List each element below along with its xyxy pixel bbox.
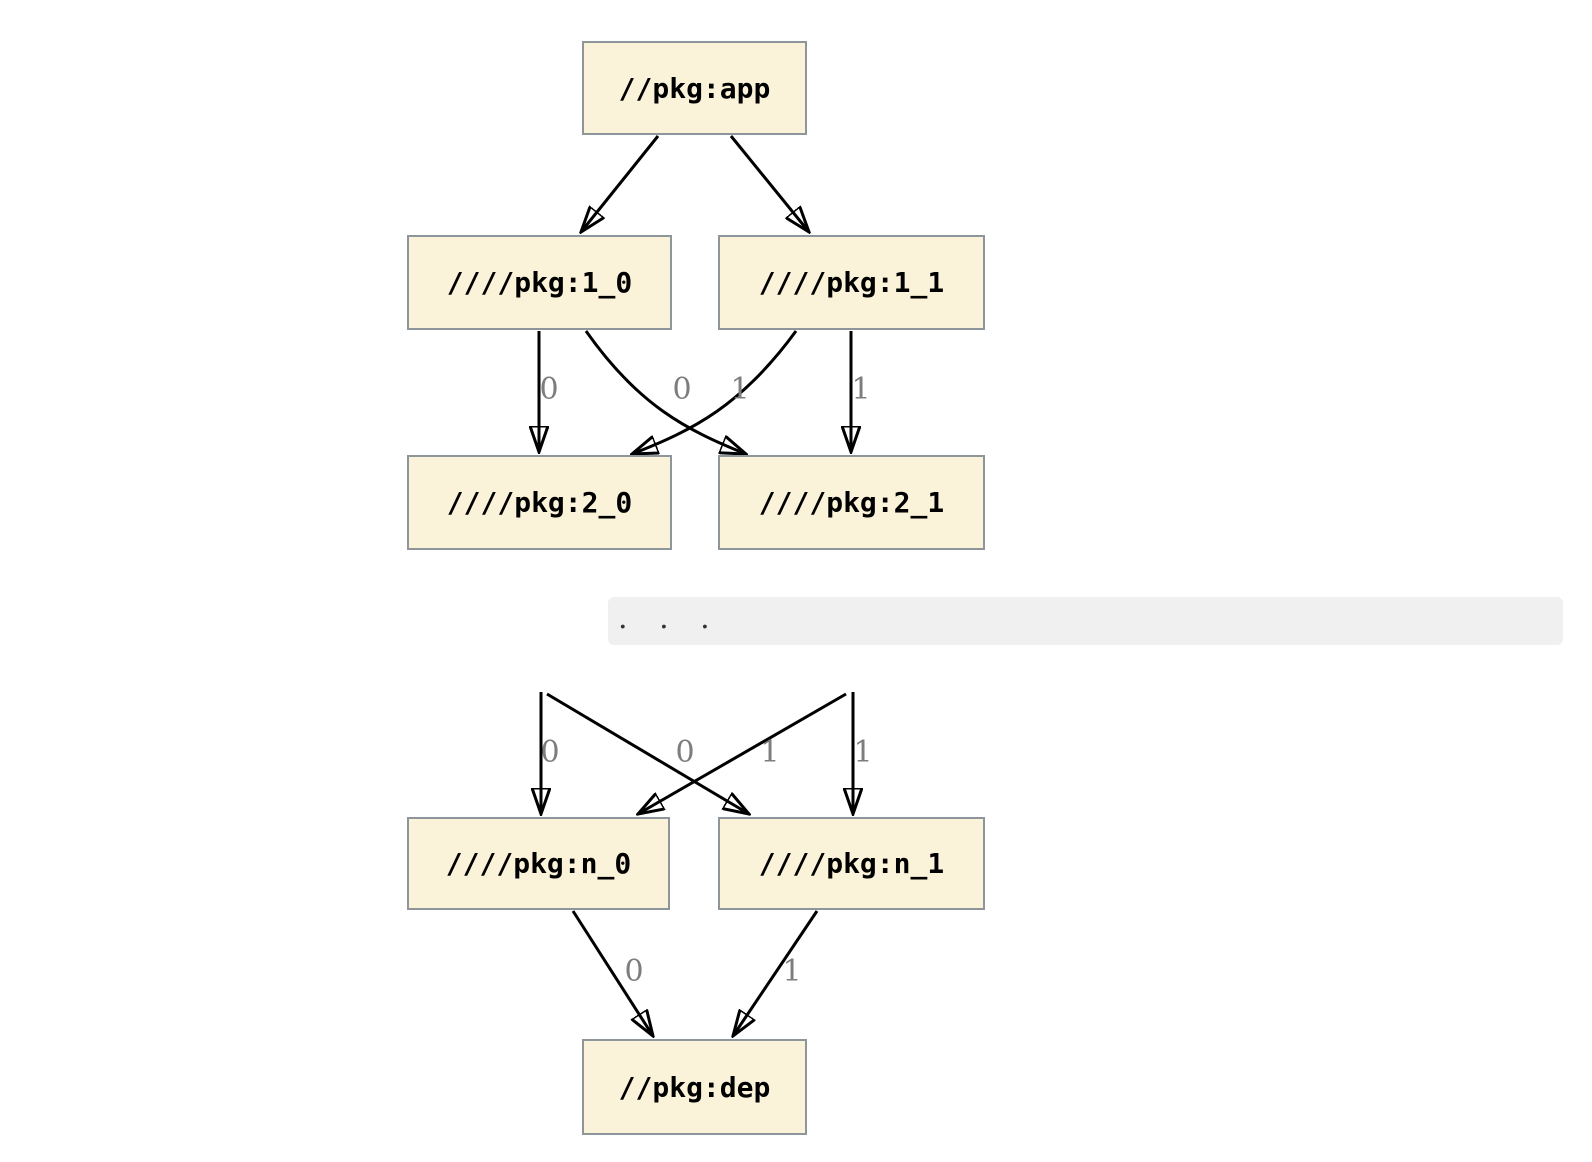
- node-pkg-1_0-label: ////pkg:1_0: [446, 266, 633, 299]
- edge-label-dots-to-n_1-straight: 1: [853, 735, 873, 770]
- node-pkg-n_1-label: ////pkg:n_1: [758, 847, 945, 880]
- node-pkg-dep-label: //pkg:dep: [618, 1070, 771, 1104]
- edge-label-dots-to-n_0-straight: 0: [540, 735, 560, 770]
- edge-app-to-1_1: [729, 135, 809, 232]
- node-pkg-1_1: ////pkg:1_1: [718, 235, 985, 330]
- node-pkg-n_0: ////pkg:n_0: [407, 817, 670, 910]
- edge-label-n_0-to-dep: 0: [624, 954, 644, 989]
- edge-dots-to-n_0-cross: [638, 692, 847, 814]
- edge-label-dots-to-n_0-cross: 0: [675, 735, 695, 770]
- node-pkg-2_1-label: ////pkg:2_1: [758, 486, 945, 519]
- node-pkg-n_0-label: ////pkg:n_0: [445, 847, 632, 880]
- edge-1_0-to-2_1: [584, 330, 746, 454]
- node-pkg-2_1: ////pkg:2_1: [718, 455, 985, 550]
- edge-label-1_0-to-2_1: 1: [730, 372, 750, 407]
- edge-label-dots-to-n_1-cross: 1: [760, 735, 780, 770]
- edge-n_0-to-dep: [571, 910, 653, 1036]
- node-pkg-2_0: ////pkg:2_0: [407, 455, 672, 550]
- node-pkg-app: //pkg:app: [582, 41, 807, 135]
- node-pkg-2_0-label: ////pkg:2_0: [446, 486, 633, 519]
- edge-app-to-1_0: [581, 135, 660, 232]
- edge-label-1_1-to-2_0: 0: [672, 372, 692, 407]
- node-pkg-1_0: ////pkg:1_0: [407, 235, 672, 330]
- edge-label-1_0-to-2_0: 0: [539, 372, 559, 407]
- edge-n_1-to-dep: [733, 910, 819, 1036]
- edge-dots-to-n_1-cross: [546, 692, 749, 814]
- node-pkg-1_1-label: ////pkg:1_1: [758, 266, 945, 299]
- node-pkg-dep: //pkg:dep: [582, 1039, 807, 1135]
- node-pkg-n_1: ////pkg:n_1: [718, 817, 985, 910]
- ellipsis-dots: . . .: [618, 601, 721, 636]
- edge-label-1_1-to-2_1: 1: [851, 372, 871, 407]
- edge-label-n_1-to-dep: 1: [782, 954, 802, 989]
- ellipsis-band: . . .: [608, 597, 1563, 645]
- edge-1_1-to-2_0: [632, 330, 798, 454]
- node-pkg-app-label: //pkg:app: [618, 71, 771, 105]
